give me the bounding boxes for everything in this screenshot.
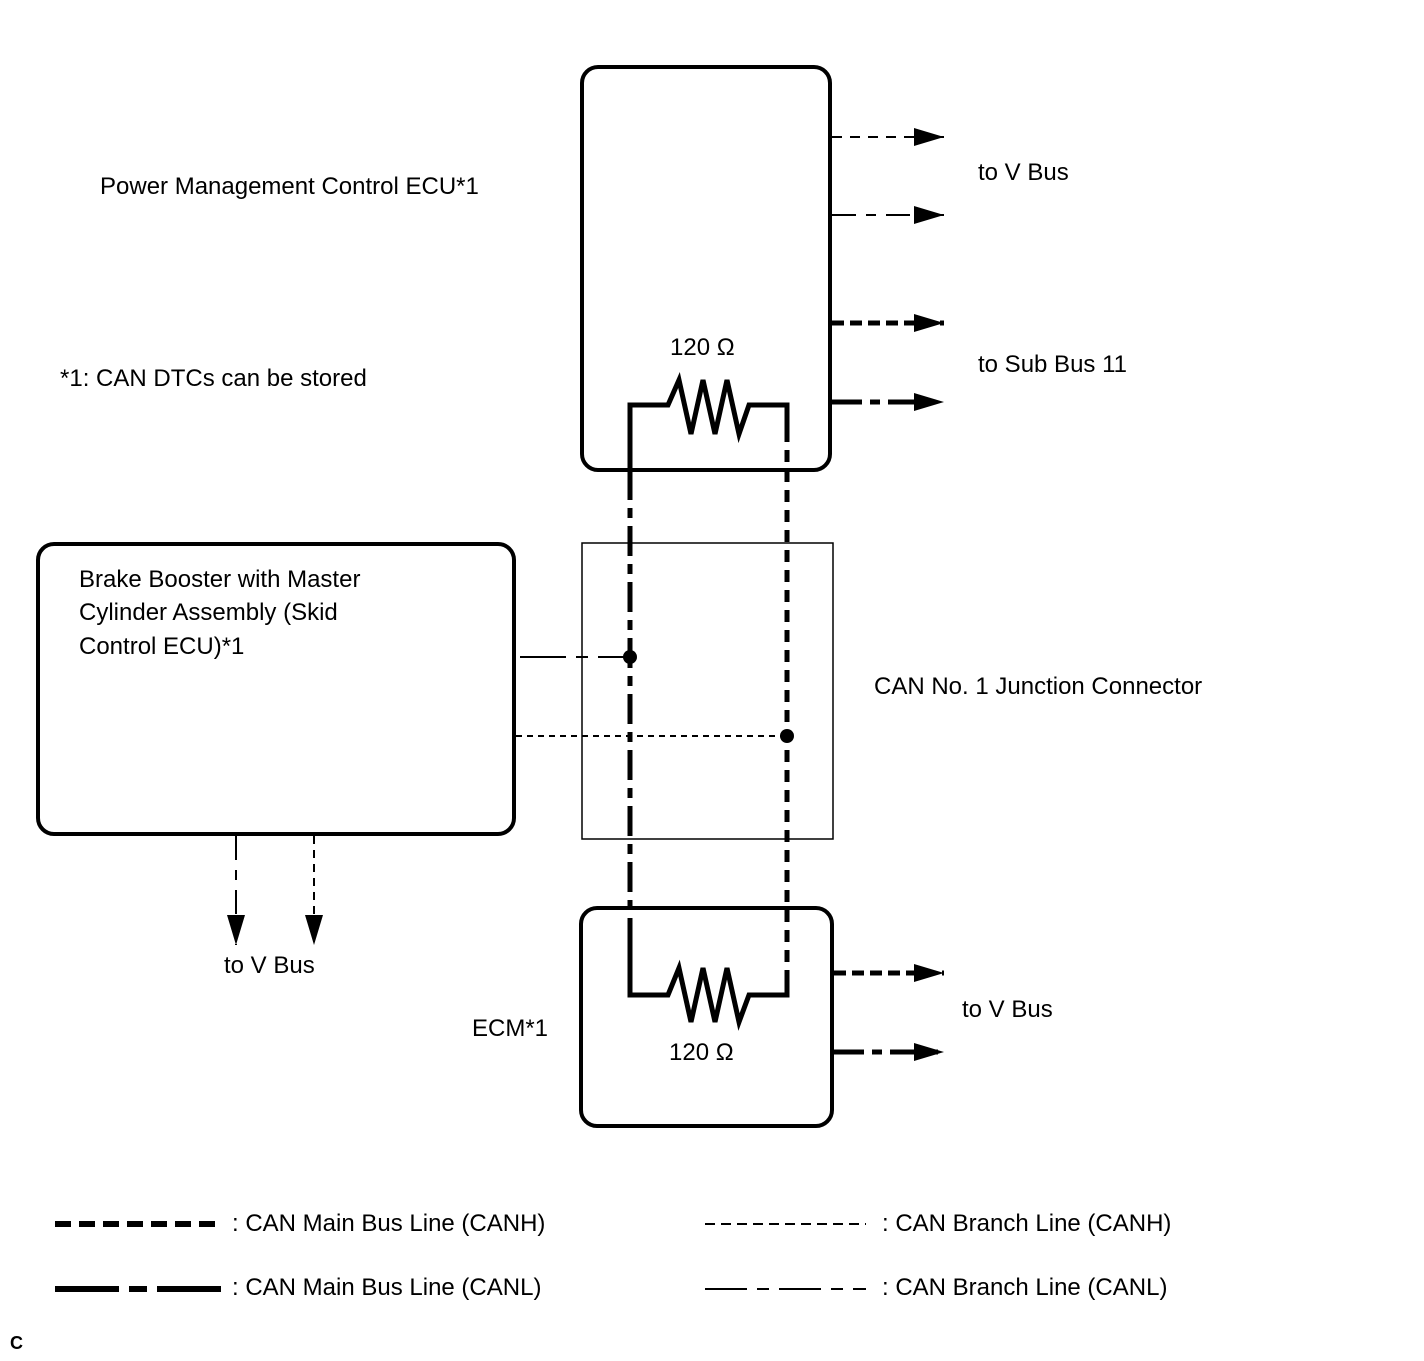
junction-connector-box [581,542,834,840]
legend-main-canh: : CAN Main Bus Line (CANH) [232,1210,546,1237]
resistor-bottom-label: 120 Ω [669,1039,734,1066]
junction-dot-canl [623,650,637,664]
resistor-top-wire [627,372,790,470]
corner-code: C [10,1333,23,1353]
legend-branch-canl: : CAN Branch Line (CANL) [882,1274,1168,1301]
ecm-label: ECM*1 [472,1015,549,1042]
brake-booster-label-line1: Brake Booster with Master [79,566,361,593]
legend-branch-canh: : CAN Branch Line (CANH) [882,1210,1172,1237]
to-v-bus-brake-label: to V Bus [224,952,315,979]
power-management-ecu-box [580,65,832,472]
ecm-box [579,906,834,1128]
junction-connector-label: CAN No. 1 Junction Connector [874,673,1203,700]
legend-main-canl: : CAN Main Bus Line (CANL) [232,1274,542,1301]
brake-booster-ecu-box [36,542,516,836]
to-v-bus-top-label: to V Bus [978,159,1069,186]
to-v-bus-ecm-label: to V Bus [962,996,1053,1023]
junction-dot-canh [780,729,794,743]
brake-booster-label-line2: Cylinder Assembly (Skid [79,599,338,626]
pm-ecu-label: Power Management Control ECU*1 [100,173,479,200]
resistor-bottom-wire [627,920,790,1031]
resistor-top-label: 120 Ω [670,334,735,361]
brake-booster-label-line3: Control ECU)*1 [79,633,245,660]
dtc-note: *1: CAN DTCs can be stored [60,365,367,392]
to-sub-bus-label: to Sub Bus 11 [978,351,1127,378]
